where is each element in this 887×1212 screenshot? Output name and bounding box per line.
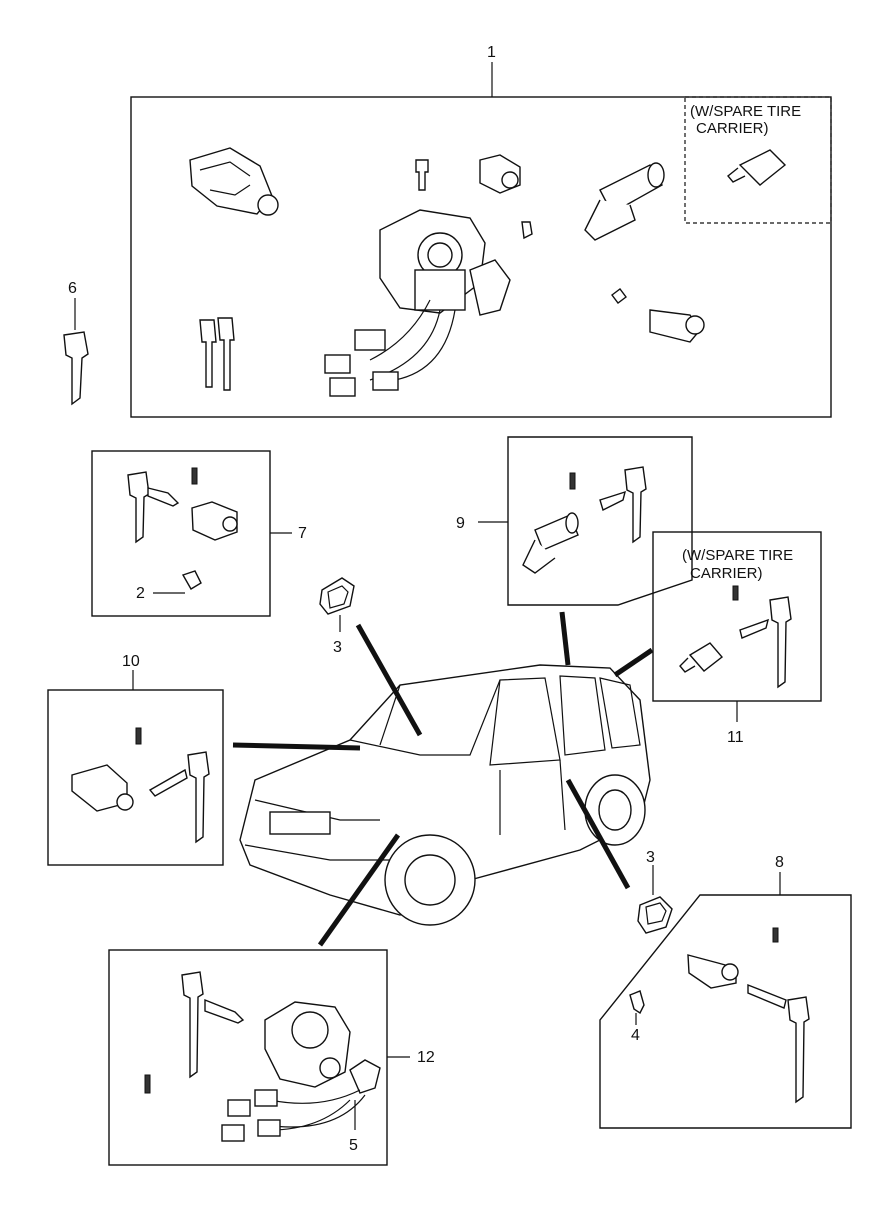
group-12 <box>108 949 410 1166</box>
spare-tire-note-1-line1: (W/SPARE TIRE <box>690 103 801 120</box>
callout-10: 10 <box>122 653 140 670</box>
key-icon <box>63 331 89 406</box>
key-icon <box>747 983 810 1104</box>
clip-icon <box>135 727 142 745</box>
callout-7: 7 <box>298 525 307 542</box>
clip-icon <box>191 467 198 485</box>
group-8 <box>599 872 852 1129</box>
clip-icon <box>181 570 202 590</box>
clip-icon <box>732 585 739 601</box>
ignition-switch-icon <box>324 159 511 397</box>
clip-icon <box>629 990 645 1015</box>
group-10 <box>47 670 224 866</box>
door-lock-cylinder-icon <box>522 512 579 574</box>
callout-2: 2 <box>136 585 145 602</box>
clip-icon <box>521 221 533 240</box>
clip-icon <box>611 288 627 304</box>
callout-4: 4 <box>631 1027 640 1044</box>
clip-icon <box>772 927 779 943</box>
spare-tire-note-2-line1: (W/SPARE TIRE <box>682 547 793 564</box>
group-9-box <box>507 436 693 606</box>
pointers <box>232 611 654 947</box>
spare-tire-box-1 <box>684 96 832 224</box>
callout-1: 1 <box>487 44 496 61</box>
group-1 <box>130 62 832 418</box>
callout-3-left: 3 <box>333 639 342 656</box>
callout-8: 8 <box>775 854 784 871</box>
door-lock-cylinder-icon <box>584 162 665 241</box>
group-11 <box>652 531 822 722</box>
clip-icon <box>569 472 576 490</box>
callout-5: 5 <box>349 1137 358 1154</box>
key-icon <box>739 596 792 689</box>
key-icon <box>199 317 235 391</box>
group-6 <box>63 298 89 406</box>
group-10-box <box>47 689 224 866</box>
spare-tire-note-1-line2: CARRIER) <box>696 120 769 137</box>
door-lock-cylinder-icon <box>479 154 521 194</box>
clip-icon <box>144 1074 151 1094</box>
callout-6: 6 <box>68 280 77 297</box>
key-icon <box>181 971 245 1079</box>
callout-12: 12 <box>417 1049 435 1066</box>
spare-tire-note-2-line2: CARRIER) <box>690 565 763 582</box>
group-7-box <box>91 450 271 617</box>
callout-11: 11 <box>727 729 744 746</box>
callout-9: 9 <box>456 515 465 532</box>
group-9 <box>478 436 693 606</box>
door-lock-cylinder-icon <box>687 954 739 989</box>
callout-3-right: 3 <box>646 849 655 866</box>
door-lock-cylinder-icon <box>727 149 787 186</box>
vehicle-icon <box>239 664 651 926</box>
wire-harness-icon <box>221 1089 366 1142</box>
ignition-switch-icon <box>264 1001 381 1094</box>
bezel-icon <box>319 577 355 632</box>
steering-lock-icon <box>189 147 279 216</box>
group-7 <box>91 450 292 617</box>
bezel-icon <box>637 865 673 934</box>
door-lock-cylinder-icon <box>191 501 238 541</box>
steering-lock-icon <box>71 764 134 812</box>
key-icon <box>148 751 210 844</box>
key-icon <box>127 471 180 544</box>
group-8-box <box>599 894 852 1129</box>
group-1-box <box>130 96 832 418</box>
key-icon <box>599 466 647 544</box>
door-lock-cylinder-icon <box>679 642 724 673</box>
door-lock-cylinder-icon <box>649 309 705 343</box>
